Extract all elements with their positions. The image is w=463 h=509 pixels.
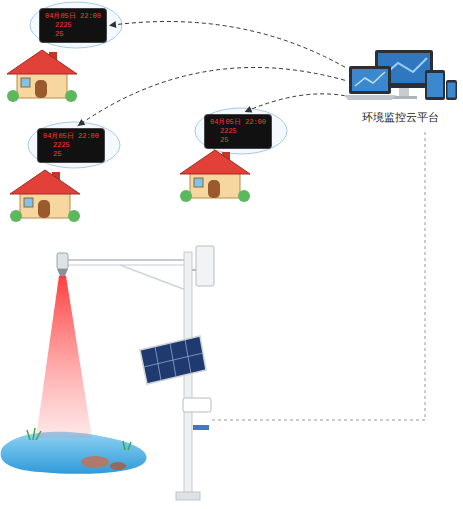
dashed-arrow bbox=[109, 21, 345, 67]
device-icons bbox=[343, 48, 458, 106]
house bbox=[180, 150, 250, 202]
display-bubble bbox=[28, 122, 120, 168]
display-value: 25 bbox=[210, 136, 266, 145]
solar-panel bbox=[140, 336, 206, 384]
house bbox=[10, 170, 80, 222]
display-value: 25 bbox=[45, 30, 101, 39]
radar-sensor bbox=[57, 253, 68, 276]
display-date: 04月05日 22:00 bbox=[43, 132, 99, 141]
display-date: 04月05日 22:00 bbox=[45, 12, 101, 21]
display-date: 04月05日 22:00 bbox=[210, 118, 266, 127]
display-bubble bbox=[195, 108, 287, 154]
platform-label: 环境监控云平台 bbox=[343, 110, 458, 125]
dashed-arrow bbox=[245, 94, 345, 113]
display-value: 2225 bbox=[43, 141, 99, 150]
display-value: 25 bbox=[43, 150, 99, 159]
display-bubble bbox=[30, 2, 122, 48]
radar-beam bbox=[36, 276, 92, 438]
pole-base bbox=[176, 492, 200, 500]
led-display: 04月05日 22:00222525 bbox=[205, 115, 271, 148]
cross-arm bbox=[62, 260, 188, 290]
display-value: 2225 bbox=[45, 21, 101, 30]
cloud-platform: 环境监控云平台 bbox=[343, 48, 458, 125]
rain-gauge bbox=[196, 246, 214, 286]
led-display: 04月05日 22:00222525 bbox=[40, 9, 106, 42]
data-link bbox=[212, 132, 425, 420]
led-display: 04月05日 22:00222525 bbox=[38, 129, 104, 162]
display-value: 2225 bbox=[210, 127, 266, 136]
house bbox=[7, 50, 77, 102]
control-box bbox=[183, 398, 211, 412]
